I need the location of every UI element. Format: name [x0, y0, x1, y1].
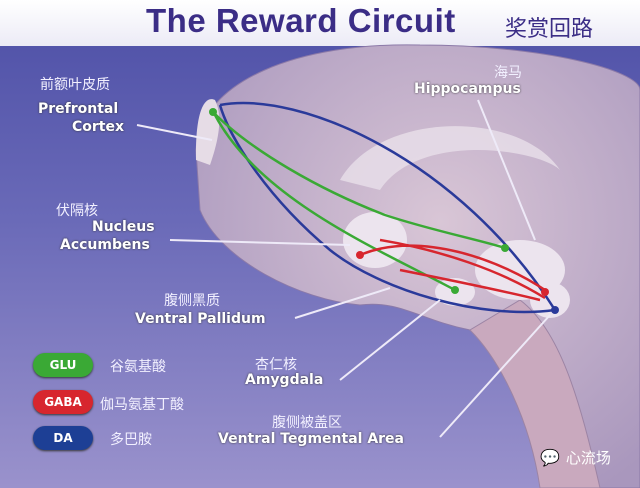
label-hippocampus-cn: 海马: [494, 65, 522, 81]
legend-badge-gaba: GABA: [33, 390, 93, 414]
da-pathway: [218, 101, 558, 314]
brainstem: [469, 299, 601, 488]
legend-label-da: 多巴胺: [110, 432, 152, 448]
diagram-title-cn: 奖赏回路: [505, 17, 594, 42]
label-nucleus-en2: Accumbens: [60, 237, 150, 253]
leader-lines: [136, 99, 551, 438]
label-pallidum-en: Ventral Pallidum: [135, 311, 266, 327]
wechat-icon: 💬: [540, 448, 560, 467]
legend-badge-glu: GLU: [33, 353, 93, 377]
label-prefrontal-en2: Cortex: [72, 119, 125, 135]
label-prefrontal-en1: Prefrontal: [38, 101, 119, 117]
label-nucleus-cn: 伏隔核: [56, 203, 98, 219]
legend-label-gaba: 伽马氨基丁酸: [100, 397, 184, 413]
diagram-title: The Reward Circuit: [146, 2, 456, 39]
legend-badge-da: DA: [33, 426, 93, 450]
watermark-text: 心流场: [565, 449, 611, 467]
legend-label-glu: 谷氨基酸: [110, 359, 166, 375]
vta-region: [530, 282, 570, 318]
label-amygdala-en: Amygdala: [245, 372, 324, 388]
label-vta-cn: 腹侧被盖区: [272, 415, 342, 431]
label-pallidum-cn: 腹侧黑质: [164, 293, 220, 309]
label-prefrontal-cn: 前额叶皮质: [40, 77, 110, 93]
corpus-callosum: [340, 126, 560, 190]
watermark: 💬 心流场: [540, 447, 611, 468]
label-hippocampus-en: Hippocampus: [414, 81, 521, 97]
gaba-pathway: [359, 238, 546, 302]
label-vta-en: Ventral Tegmental Area: [218, 431, 404, 447]
label-amygdala-cn: 杏仁核: [255, 357, 297, 373]
header-band: [0, 0, 640, 46]
label-nucleus-en1: Nucleus: [92, 219, 155, 235]
